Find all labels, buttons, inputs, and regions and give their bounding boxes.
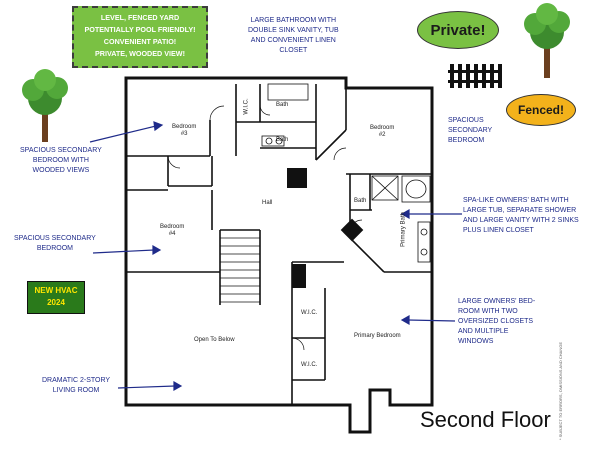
tree-left-icon xyxy=(22,69,68,142)
features-box: LEVEL, FENCED YARD POTENTIALLY POOL FRIE… xyxy=(72,6,208,68)
callout-line: SPACIOUS SECONDARY xyxy=(14,235,96,242)
callout-line: WINDOWS xyxy=(458,338,494,345)
room-bedroom3: Bedroom #3 xyxy=(172,124,196,138)
feature-line: LEVEL, FENCED YARD xyxy=(100,13,180,22)
callout-line: BEDROOM WITH xyxy=(32,157,89,164)
disclaimer-text: * SUBJECT TO ERRORS, OMISSIONS AND CHANG… xyxy=(558,341,563,440)
callout-line: DRAMATIC 2-STORY xyxy=(42,377,111,384)
feature-line: CONVENIENT PATIO! xyxy=(103,37,177,46)
callout-line: AND MULTIPLE xyxy=(458,328,509,335)
callout-bedroom4: SPACIOUS SECONDARY BEDROOM xyxy=(14,234,96,254)
callout-line: AND CONVENIENT LINEN xyxy=(250,37,336,44)
hvac-badge: NEW HVAC 2024 xyxy=(27,281,85,314)
feature-line: PRIVATE, WOODED VIEW! xyxy=(95,49,185,58)
room-wic-top: W.I.C. xyxy=(243,98,250,115)
fenced-badge: Fenced! xyxy=(506,94,576,126)
room-primary-bedroom: Primary Bedroom xyxy=(354,333,401,339)
callout-line: LARGE BATHROOM WITH xyxy=(250,17,337,24)
callout-line: BEDROOM xyxy=(36,245,73,252)
callout-line: LARGE OWNERS' BED- xyxy=(458,298,536,305)
tree-right-icon xyxy=(524,3,570,78)
callout-owners-bedroom: LARGE OWNERS' BED- ROOM WITH TWO OVERSIZ… xyxy=(458,297,535,347)
room-label: Bedroom xyxy=(172,124,197,130)
feature-line: POTENTIALLY POOL FRIENDLY! xyxy=(84,25,196,34)
room-bath-mid: Bath xyxy=(276,137,289,143)
callout-living-room: DRAMATIC 2-STORY LIVING ROOM xyxy=(42,376,110,396)
hvac-line: NEW HVAC xyxy=(34,286,78,295)
callout-line: BEDROOM xyxy=(448,137,485,144)
room-primary-bath: Primary Bath xyxy=(400,212,407,247)
fence-icon xyxy=(448,64,502,88)
room-wic-primary2: W.I.C. xyxy=(301,362,318,368)
room-label: Bedroom xyxy=(160,224,185,230)
room-number: #4 xyxy=(168,231,176,237)
callout-line: SPACIOUS SECONDARY xyxy=(20,147,102,154)
callout-bedroom3: SPACIOUS SECONDARY BEDROOM WITH WOODED V… xyxy=(20,146,102,176)
callout-line: OVERSIZED CLOSETS xyxy=(458,318,534,325)
room-wic-primary1: W.I.C. xyxy=(301,310,318,316)
room-hall: Hall xyxy=(262,200,273,206)
hvac-year: 2024 xyxy=(47,298,65,307)
floor-title: Second Floor xyxy=(420,407,551,432)
callout-line: SPACIOUS xyxy=(448,117,484,124)
callout-line: AND LARGE VANITY WITH 2 SINKS xyxy=(463,217,579,224)
callout-line: WOODED VIEWS xyxy=(32,167,90,174)
room-number: #3 xyxy=(180,131,188,137)
room-open-to-below: Open To Below xyxy=(194,337,235,343)
room-number: #2 xyxy=(378,132,386,138)
callout-line: ROOM WITH TWO xyxy=(458,308,518,315)
callout-owners-bath: SPA-LIKE OWNERS' BATH WITH LARGE TUB, SE… xyxy=(463,196,579,236)
callout-line: LARGE TUB, SEPARATE SHOWER xyxy=(463,207,577,214)
callout-line: LIVING ROOM xyxy=(52,387,100,394)
room-label: Bedroom xyxy=(370,125,395,131)
callout-line: SPA-LIKE OWNERS' BATH WITH xyxy=(463,197,569,204)
callout-bathroom: LARGE BATHROOM WITH DOUBLE SINK VANITY, … xyxy=(248,16,339,56)
callout-line: PLUS LINEN CLOSET xyxy=(463,227,534,234)
callout-line: CLOSET xyxy=(279,47,308,54)
callout-line: DOUBLE SINK VANITY, TUB xyxy=(248,27,339,34)
private-badge: Private! xyxy=(417,11,499,49)
room-bath-top: Bath xyxy=(276,102,289,108)
room-bath-right: Bath xyxy=(354,198,367,204)
room-bedroom2: Bedroom #2 xyxy=(370,125,394,139)
callout-bedroom2: SPACIOUS SECONDARY BEDROOM xyxy=(448,116,492,146)
room-bedroom4: Bedroom #4 xyxy=(160,224,184,238)
callout-line: SECONDARY xyxy=(448,127,493,134)
